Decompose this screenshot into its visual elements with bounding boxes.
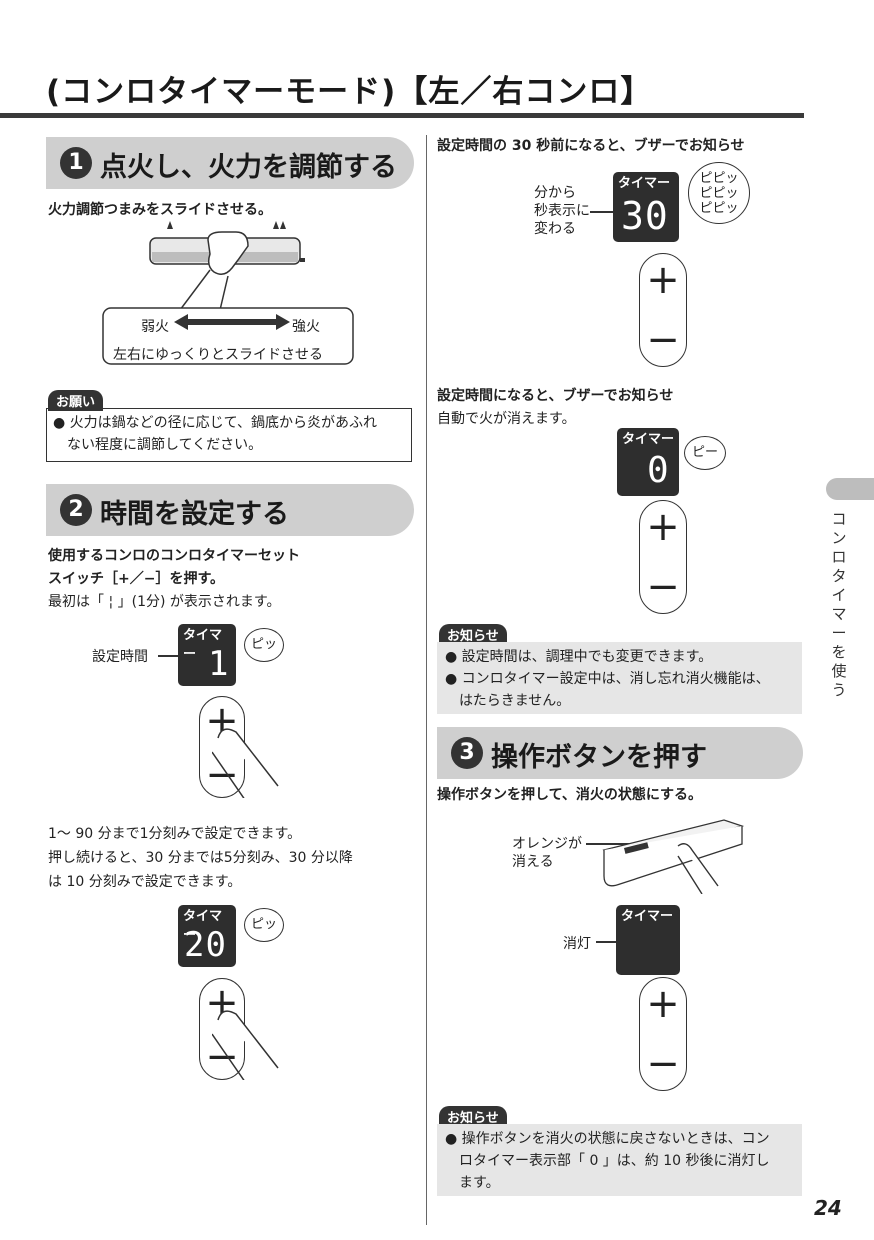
plus-button[interactable]: +	[646, 981, 680, 1027]
timer-digit-20: 20	[184, 925, 227, 965]
timer-digit-1: 1	[208, 644, 230, 684]
side-tab-marker	[826, 478, 874, 500]
step2-instr-line3: 最初は「 ¦ 」(1分) が表示されます。	[48, 594, 281, 610]
step2-body-line3: は 10 分刻みで設定できます。	[48, 874, 242, 890]
plus-button[interactable]: +	[646, 257, 680, 303]
note2-line1: ● 操作ボタンを消火の状態に戻さないときは、コン	[445, 1131, 770, 1147]
page-number: 24	[814, 1196, 842, 1220]
note1-line3: はたらきません。	[459, 693, 571, 709]
callout-orange-off: オレンジが 消える	[512, 836, 582, 870]
beep-bubble-triple: ピピッ ピピッ ピピッ	[688, 162, 750, 224]
page-title: (コンロタイマーモード)【左／右コンロ】	[46, 74, 653, 110]
timer-display-off: タイマー	[616, 905, 680, 975]
step1-number: 1	[60, 147, 92, 179]
callout-line	[590, 211, 614, 213]
note-tag: お知らせ	[439, 1106, 507, 1127]
label-strong-flame: 強火	[292, 319, 320, 335]
plus-button[interactable]: +	[646, 504, 680, 550]
step3-header: 3 操作ボタンを押す	[437, 727, 803, 779]
callout-off: 消灯	[563, 936, 591, 952]
step2-instr-line1: 使用するコンロのコンロタイマーセット	[48, 548, 300, 564]
column-divider	[426, 135, 427, 1225]
timer-digit-0: 0	[647, 450, 670, 491]
finger-illustration	[212, 728, 279, 798]
callout-set-time: 設定時間	[92, 649, 148, 665]
beep-bubble-long: ピー	[684, 436, 726, 470]
timer-digit-30: 30	[621, 194, 669, 238]
timer-tab-label: タイマー	[183, 628, 223, 662]
side-tab-label: コンロタイマーを使う	[831, 510, 847, 699]
caution-line2: ない程度に調節してください。	[67, 437, 263, 453]
finger-illustration	[212, 1010, 279, 1080]
step3-heading: 操作ボタンを押す	[491, 742, 707, 773]
timer-tab-label: タイマー	[618, 176, 671, 191]
note-tag: お知らせ	[439, 624, 507, 645]
control-panel-illustration	[602, 819, 744, 894]
step2-header: 2 時間を設定する	[46, 484, 414, 536]
step2-heading: 時間を設定する	[100, 499, 289, 530]
step1-heading: 点火し、火力を調節する	[100, 152, 397, 183]
beep-bubble: ピッ	[244, 908, 284, 942]
step2-body-line2: 押し続けると、30 分までは5分刻み、30 分以降	[48, 850, 353, 866]
timer-tab-label: タイマー	[622, 432, 675, 447]
caution-box: ● 火力は鍋などの径に応じて、鍋底から炎があふれ ない程度に調節してください。	[46, 408, 412, 462]
timer-display-0: タイマー 0	[617, 428, 679, 496]
timer-display-30: タイマー 30	[613, 172, 679, 242]
callout-line	[158, 655, 180, 657]
minus-button[interactable]: −	[646, 317, 680, 363]
label-weak-flame: 弱火	[141, 319, 169, 335]
title-rule	[0, 113, 804, 118]
step2-instr-line2: スイッチ［+／−］を押す。	[48, 571, 225, 587]
step3-number: 3	[451, 737, 483, 769]
timer-display-1: タイマー 1	[178, 624, 236, 686]
minus-button[interactable]: −	[205, 752, 239, 798]
timer-tab-label: タイマー	[183, 909, 223, 943]
plus-minus-switch[interactable]: + −	[639, 500, 687, 614]
step3-instruction: 操作ボタンを押して、消火の状態にする。	[437, 787, 703, 803]
timer-tab-label: タイマー	[621, 909, 674, 924]
minus-button[interactable]: −	[646, 1041, 680, 1087]
slider-knob-illustration	[102, 221, 354, 365]
callout-sec-display: 分から 秒表示に 変わる	[534, 185, 590, 237]
plus-minus-switch[interactable]: + −	[639, 977, 687, 1091]
note-box-2: ● 操作ボタンを消火の状態に戻さないときは、コン ロタイマー表示部「 0 」は、…	[437, 1124, 802, 1196]
double-arrow	[174, 314, 290, 330]
step1-header: 1 点火し、火力を調節する	[46, 137, 414, 189]
note2-line2: ロタイマー表示部「 0 」は、約 10 秒後に消灯し	[459, 1153, 770, 1169]
plus-minus-switch[interactable]: + −	[639, 253, 687, 367]
step2-number: 2	[60, 494, 92, 526]
callout-line	[596, 941, 616, 943]
step2-body-line1: 1〜 90 分まで1分刻みで設定できます。	[48, 826, 302, 842]
note-box-1: ● 設定時間は、調理中でも変更できます。 ● コンロタイマー設定中は、消し忘れ消…	[437, 642, 802, 714]
right-head2: 設定時間になると、ブザーでお知らせ	[437, 388, 674, 404]
beep-bubble: ピッ	[244, 628, 284, 662]
note2-line3: ます。	[459, 1175, 500, 1191]
note1-line1: ● 設定時間は、調理中でも変更できます。	[445, 649, 713, 665]
caution-tag: お願い	[48, 390, 104, 411]
minus-button[interactable]: −	[205, 1034, 239, 1080]
caution-line1: ● 火力は鍋などの径に応じて、鍋底から炎があふれ	[53, 415, 377, 431]
label-slide-instruction: 左右にゆっくりとスライドさせる	[113, 347, 323, 363]
note1-line2: ● コンロタイマー設定中は、消し忘れ消火機能は、	[445, 671, 770, 687]
callout-line	[586, 843, 630, 845]
step1-instruction: 火力調節つまみをスライドさせる。	[48, 202, 272, 218]
timer-display-20: タイマー 20	[178, 905, 236, 967]
right-sub2: 自動で火が消えます。	[437, 411, 576, 427]
right-head1: 設定時間の 30 秒前になると、ブザーでお知らせ	[437, 138, 745, 154]
minus-button[interactable]: −	[646, 564, 680, 610]
